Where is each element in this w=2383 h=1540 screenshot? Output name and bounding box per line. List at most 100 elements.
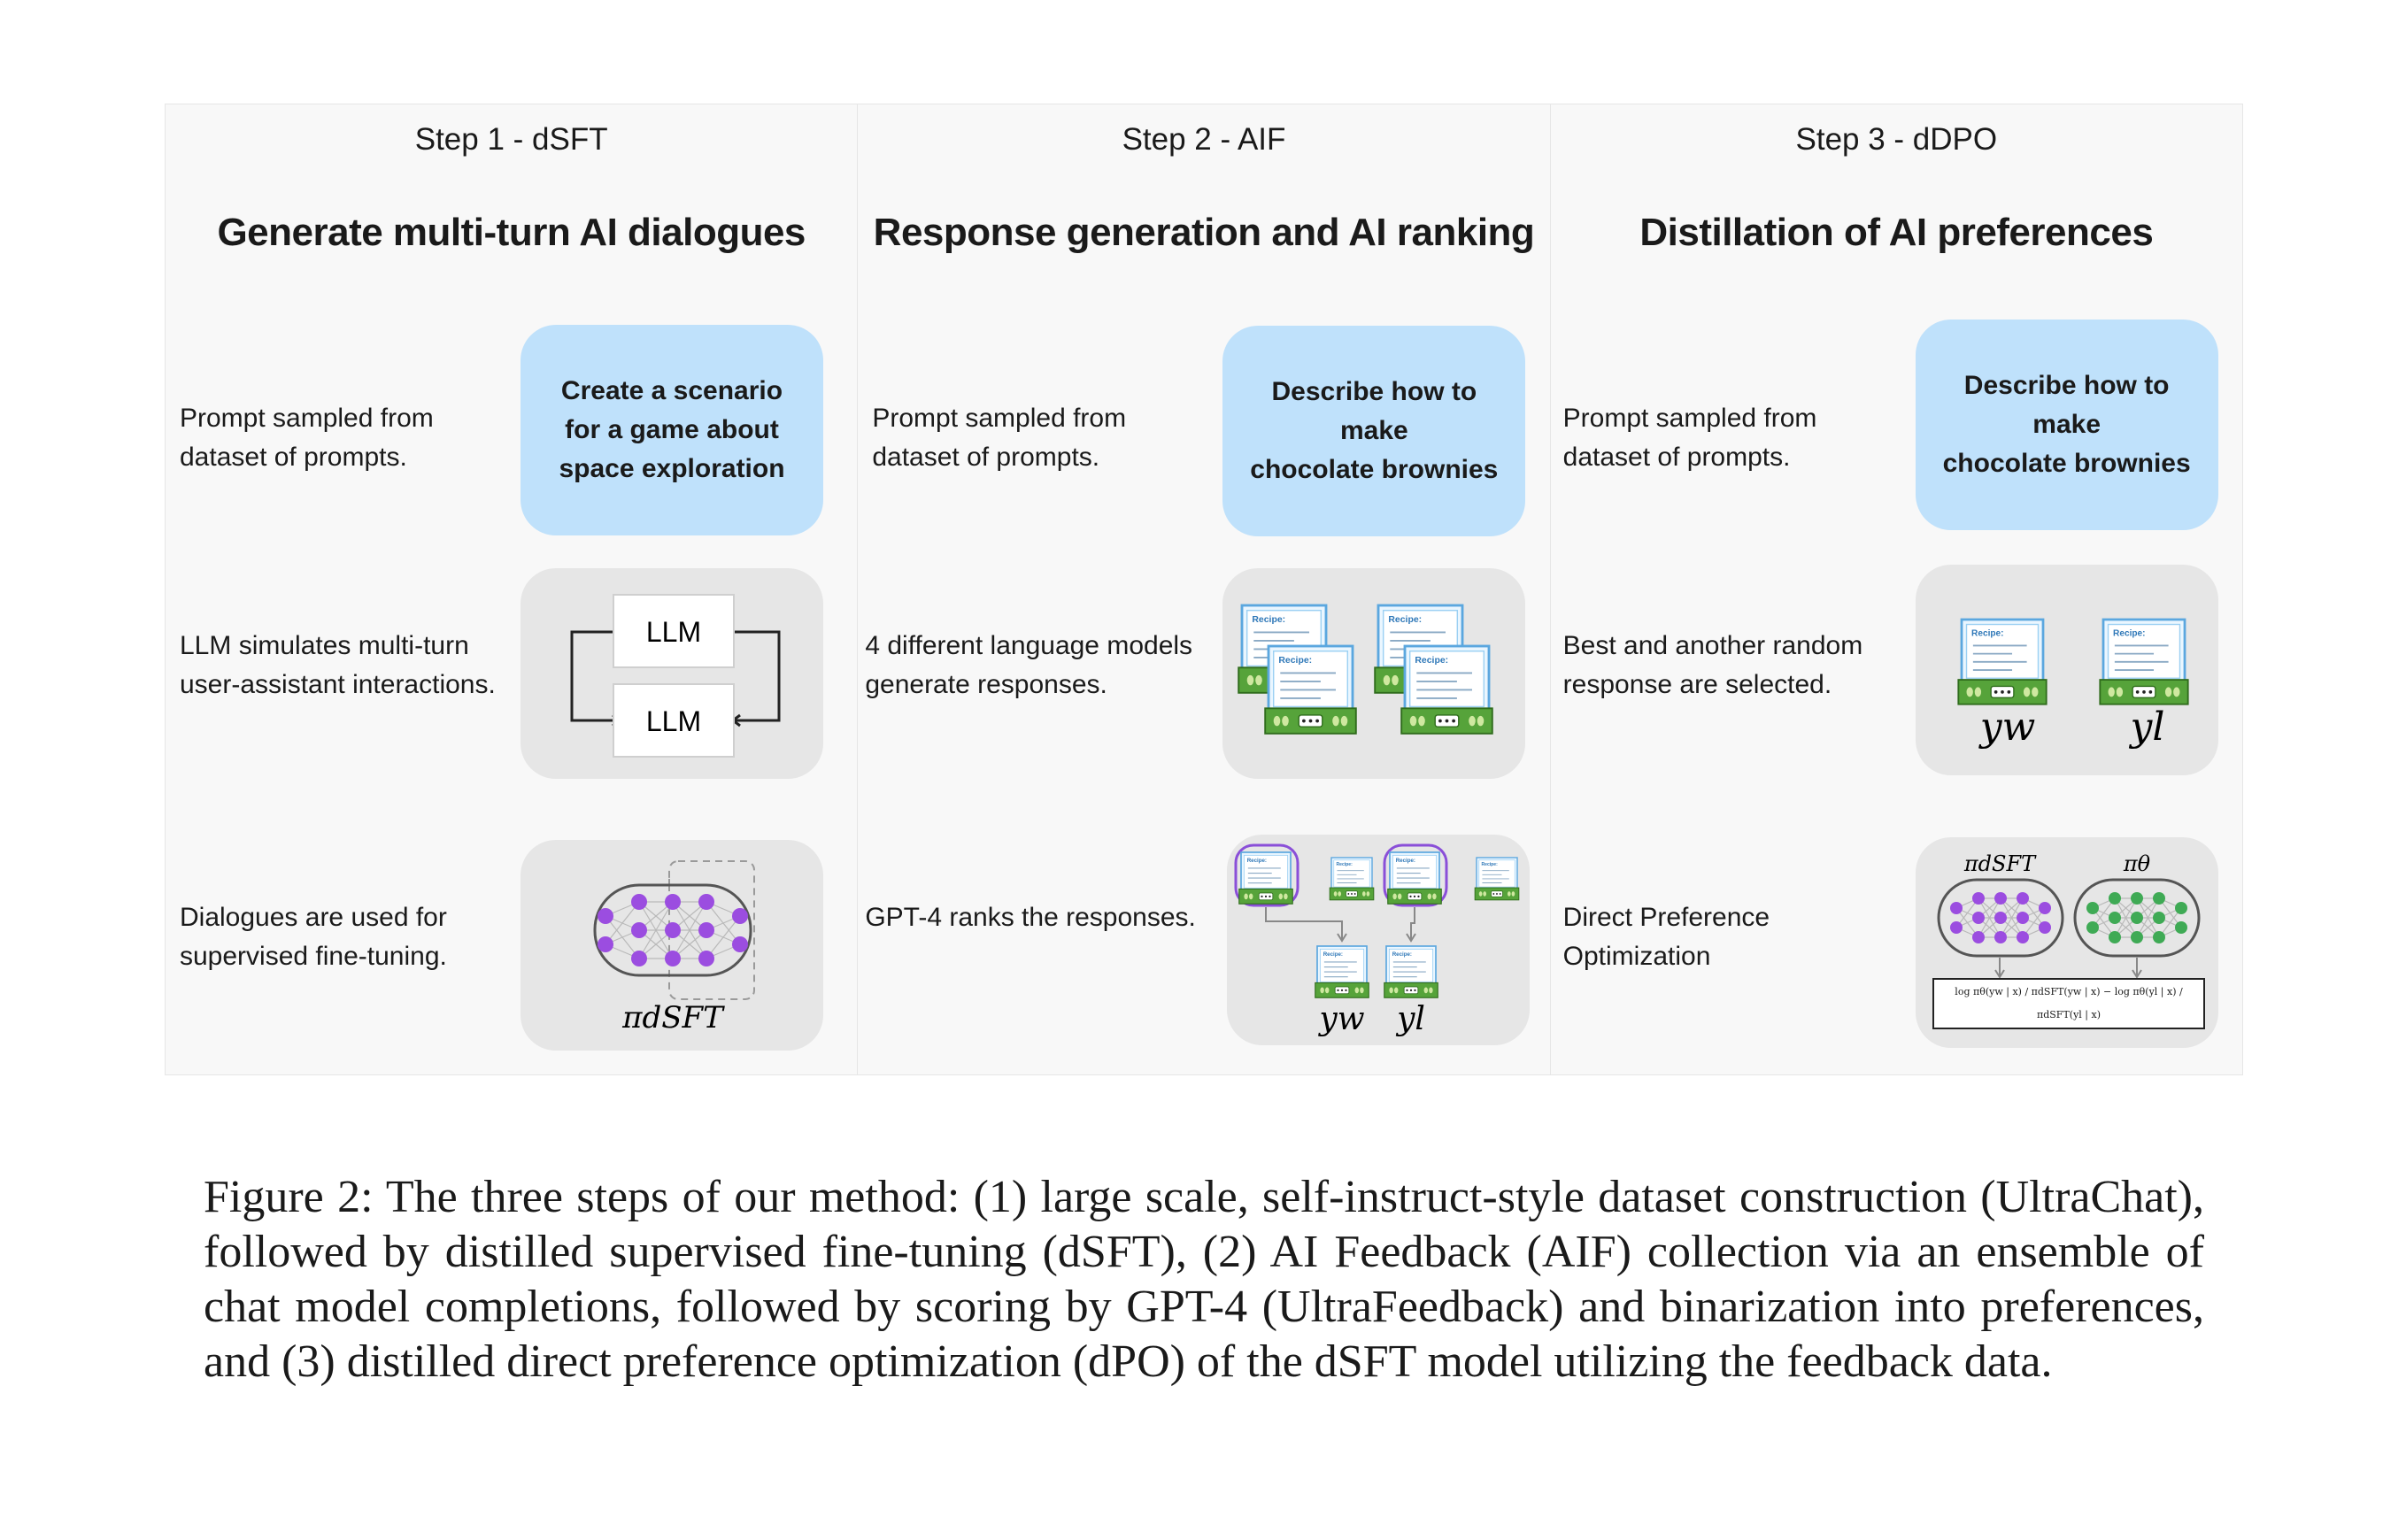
nn-node <box>2038 921 2051 934</box>
nn-node <box>2174 921 2187 934</box>
loser-label: yl <box>1395 1001 1425 1037</box>
panel-step2: Step 2 - AIF Response generation and AI … <box>858 104 1551 1075</box>
row-description: Prompt sampled from dataset of prompts. <box>872 404 1127 472</box>
llm-loop-diagram: LLM LLM <box>570 594 781 758</box>
nn-node <box>2086 902 2099 914</box>
row-description: Direct Preference Optimization <box>1562 903 1770 971</box>
nn-node <box>732 936 748 952</box>
nn-node <box>1949 921 1963 934</box>
card-title: Recipe: <box>1389 615 1423 625</box>
card-title: Recipe: <box>2113 628 2146 638</box>
figure-caption: Figure 2: The three steps of our method:… <box>204 1172 2204 1387</box>
nn-node <box>1994 912 2007 924</box>
sft-model-illustration: πdSFT <box>521 840 823 1051</box>
row-description: Prompt sampled from dataset of prompts. <box>180 404 434 472</box>
nn-node <box>2130 912 2143 924</box>
step-label: Step 1 - dSFT <box>414 122 608 157</box>
nn-node <box>1949 902 1963 914</box>
nn-node <box>2016 931 2029 943</box>
panel-heading: Response generation and AI ranking <box>873 211 1535 254</box>
selected-response-pair: yw yl Recipe: Recipe: <box>1957 618 2189 750</box>
nn-node <box>631 951 647 966</box>
dpo-diagram: πdSFT πθ log πθ(yw | x) / πdSFT(yw | x) … <box>1932 851 2205 1029</box>
policy-model-net <box>2086 892 2187 943</box>
panel-heading: Distillation of AI preferences <box>1639 211 2154 254</box>
response-card: Recipe: <box>1400 644 1494 735</box>
ref-model-symbol: πdSFT <box>1963 851 2037 876</box>
row-description: Dialogues are used for supervised fine-t… <box>180 903 447 971</box>
card-title: Recipe: <box>1392 951 1412 958</box>
four-response-cards: Recipe: Recipe: Recipe: Recipe: <box>1238 604 1494 735</box>
neural-net-nodes <box>598 894 748 966</box>
nn-node <box>1994 892 2007 905</box>
nn-node <box>2152 912 2165 924</box>
nn-node <box>1971 892 1985 905</box>
nn-node <box>698 922 714 938</box>
step-label: Step 2 - AIF <box>1122 122 1286 157</box>
nn-node <box>2152 892 2165 905</box>
nn-node <box>598 936 613 952</box>
response-card: Recipe: <box>1957 618 2048 705</box>
nn-node <box>1994 931 2007 943</box>
model-symbol: πdSFT <box>621 1000 725 1036</box>
nn-node <box>665 922 681 938</box>
ranking-illustration: Recipe: Recipe: Recipe: Recipe: Recipe: Recip… <box>1227 835 1531 1045</box>
card-title: Recipe: <box>1415 656 1449 666</box>
row-description: 4 different language models generate res… <box>865 631 1193 699</box>
nn-node <box>2086 921 2099 934</box>
neural-net-purple: πdSFT <box>593 860 755 1036</box>
card-title: Recipe: <box>1323 951 1343 958</box>
nn-node <box>1971 912 1985 924</box>
loser-label: yl <box>2128 705 2164 750</box>
prompt-box: Describe how to make chocolate brownies <box>1915 320 2218 530</box>
row-description: Prompt sampled from dataset of prompts. <box>1562 404 1817 472</box>
card-title: Recipe: <box>1971 628 2004 638</box>
ref-model-net <box>1949 892 2051 943</box>
llm-box-top <box>613 594 735 668</box>
dpo-loss-formula: log πθ(yw | x) / πdSFT(yw | x) − log πθ(… <box>1954 986 2183 1020</box>
card-title: Recipe: <box>1396 858 1415 864</box>
nn-node <box>665 894 681 910</box>
winner-label: yw <box>1318 1001 1365 1037</box>
llm-label-bottom: LLM <box>646 705 701 737</box>
prompt-box: Describe how to make chocolate brownies <box>1222 326 1526 536</box>
nn-node <box>2038 902 2051 914</box>
nn-node <box>2108 892 2121 905</box>
nn-node <box>2152 931 2165 943</box>
nn-node <box>631 922 647 938</box>
nn-node <box>598 908 613 924</box>
response-card: Recipe: <box>1384 945 1439 998</box>
response-card: Recipe: <box>1238 851 1294 905</box>
card-title: Recipe: <box>1279 656 1313 666</box>
nn-node <box>2108 912 2121 924</box>
policy-model-symbol: πθ <box>2123 851 2151 876</box>
nn-node <box>2016 912 2029 924</box>
card-title: Recipe: <box>1337 862 1353 867</box>
panel-step3: Step 3 - dDPO Distillation of AI prefere… <box>1550 104 2243 1075</box>
nn-node <box>2174 902 2187 914</box>
nn-node <box>698 951 714 966</box>
card-title: Recipe: <box>1253 615 1286 625</box>
nn-node <box>1971 931 1985 943</box>
llm-label-top: LLM <box>646 616 701 648</box>
nn-node <box>631 894 647 910</box>
nn-node <box>2108 931 2121 943</box>
method-figure: Step 1 - dSFT Generate multi-turn AI dia… <box>165 104 2243 1075</box>
panel-heading: Generate multi-turn AI dialogues <box>217 211 806 254</box>
response-card: Recipe: <box>1264 644 1358 735</box>
llm-loop-illustration: LLM LLM <box>521 568 823 779</box>
nn-node <box>2130 892 2143 905</box>
response-card: Recipe: <box>1475 857 1520 901</box>
response-card: Recipe: <box>1315 945 1370 998</box>
card-title: Recipe: <box>1482 862 1499 867</box>
winner-label: yw <box>1978 705 2035 750</box>
response-card: Recipe: <box>1387 851 1443 905</box>
row-description: Best and another random response are sel… <box>1562 631 1863 699</box>
row-description: GPT-4 ranks the responses. <box>865 903 1196 932</box>
nn-node <box>698 894 714 910</box>
step-label: Step 3 - dDPO <box>1795 122 1998 157</box>
nn-node <box>732 908 748 924</box>
card-title: Recipe: <box>1247 858 1267 864</box>
nn-node <box>2130 931 2143 943</box>
prompt-box: Create a scenario for a game about space… <box>521 325 823 535</box>
